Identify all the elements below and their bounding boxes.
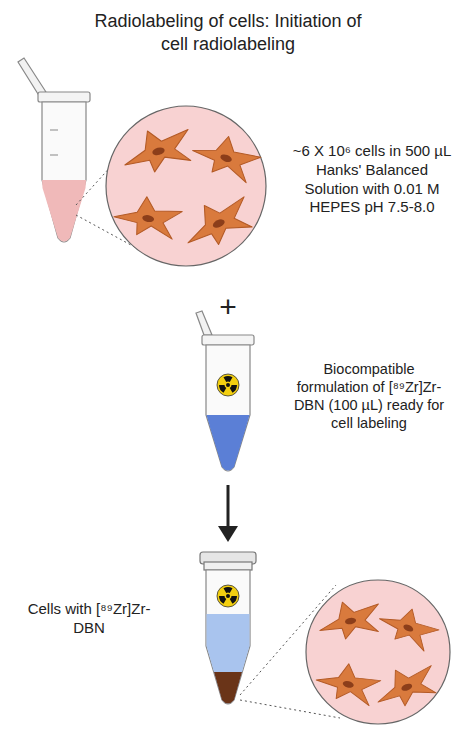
zoom-circle-part	[188, 127, 264, 186]
open-tube-part	[50, 130, 58, 131]
title: Radiolabeling of cells: Initiation of ce…	[88, 10, 368, 55]
result-note: Cells with [⁸⁹Zr]Zr-DBN	[14, 600, 164, 638]
zoom-circle-part	[306, 580, 450, 724]
open-tube-part	[42, 180, 86, 188]
plus-sign: +	[208, 288, 248, 326]
zoom-lines-part	[240, 700, 340, 718]
zoom-circle-part	[106, 106, 266, 266]
closed-tube-part	[206, 570, 250, 704]
radio-tube-part	[217, 374, 239, 396]
open-tube-part	[18, 58, 46, 94]
zoom-circle-part	[112, 192, 184, 242]
radio-tube-part	[207, 415, 250, 429]
zoom-circle-part	[313, 657, 383, 709]
open-tube	[18, 58, 90, 242]
closed-tube-part	[217, 585, 239, 607]
open-tube-part	[43, 188, 86, 242]
open-tube-part	[42, 102, 86, 242]
reagent-note: Biocompatible formulation of [⁸⁹Zr]Zr-DB…	[286, 360, 452, 433]
open-tube-part	[38, 92, 90, 102]
radio-tube-part	[206, 345, 250, 471]
radio-tube-part	[196, 311, 212, 335]
radio-tube-part	[202, 335, 254, 345]
zoom-circle-part	[177, 189, 258, 256]
closed-tube-part	[204, 562, 252, 570]
closed-tube-part	[214, 672, 242, 704]
down-arrow-part	[227, 485, 230, 528]
zoom-circle-part	[118, 121, 197, 179]
radio-tube	[196, 311, 254, 471]
radio-tube-part	[207, 429, 246, 471]
zoom-circle-part	[374, 598, 442, 654]
sample-note: ~6 X 10⁶ cells in 500 µL Hanks' Balanced…	[292, 142, 452, 217]
open-tube-part	[50, 155, 58, 156]
down-arrow	[218, 485, 238, 542]
down-arrow-part	[218, 526, 238, 542]
zoom-circle-part	[370, 658, 441, 714]
zoom-circle	[306, 580, 450, 724]
closed-tube-part	[207, 614, 250, 704]
closed-tube	[200, 552, 256, 704]
zoom-circle	[106, 106, 266, 266]
zoom-circle-part	[316, 596, 384, 643]
